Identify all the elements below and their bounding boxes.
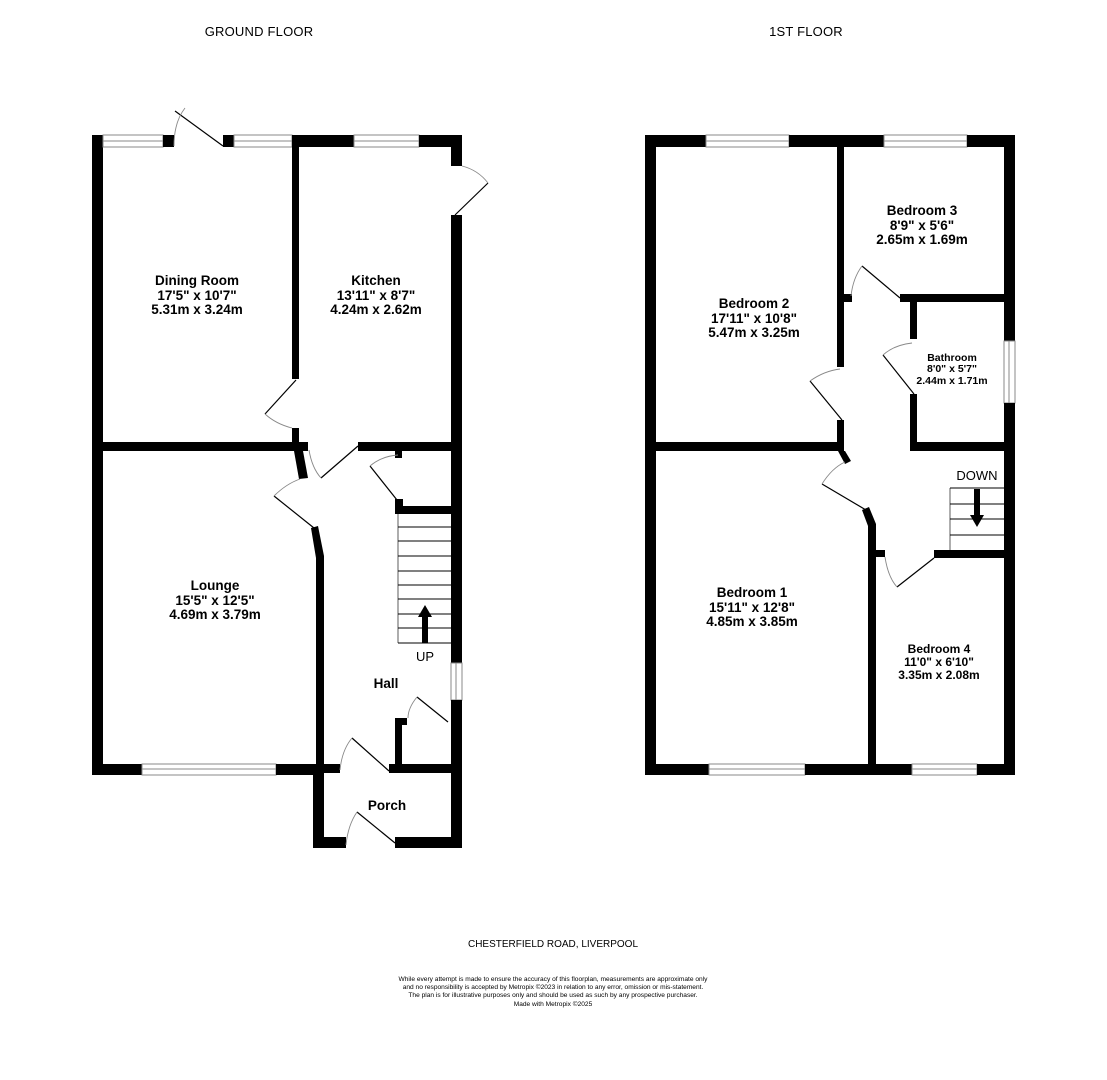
stairs-up-label: UP: [415, 649, 435, 664]
room-dimensions-metric: 4.85m x 3.85m: [706, 614, 798, 630]
room-dimensions-imperial: 15'5" x 12'5": [175, 592, 255, 608]
room-label-dining-room: Dining Room 17'5" x 10'7" 5.31m x 3.24m: [151, 273, 243, 318]
room-name: Dining Room: [154, 273, 239, 288]
room-dimensions-metric: 2.65m x 1.69m: [876, 232, 968, 248]
ground-floor-plan: [92, 107, 489, 848]
ground-floor-title: GROUND FLOOR: [204, 24, 314, 39]
room-name: Bedroom 1: [716, 585, 788, 600]
first-floor-plan: [645, 134, 1016, 776]
room-name: Hall: [373, 676, 399, 691]
room-label-bedroom-3: Bedroom 3 8'9" x 5'6" 2.65m x 1.69m: [876, 203, 968, 248]
disclaimer-line: While every attempt is made to ensure th…: [398, 976, 708, 983]
room-label-bathroom: Bathroom 8'0" x 5'7" 2.44m x 1.71m: [916, 352, 988, 387]
staircase-up: [397, 514, 451, 644]
room-dimensions-metric: 2.44m x 1.71m: [916, 374, 988, 387]
first-floor-title: 1ST FLOOR: [769, 24, 843, 39]
room-name: Bedroom 4: [907, 642, 971, 656]
room-name: Kitchen: [351, 273, 401, 288]
room-label-porch: Porch: [367, 798, 407, 814]
room-label-kitchen: Kitchen 13'11" x 8'7" 4.24m x 2.62m: [330, 273, 422, 318]
room-dimensions-metric: 5.47m x 3.25m: [708, 325, 800, 341]
door: [174, 110, 224, 147]
room-name: Bathroom: [927, 352, 977, 364]
room-dimensions-imperial: 8'9" x 5'6": [889, 217, 955, 233]
room-dimensions-metric: 3.35m x 2.08m: [898, 667, 980, 682]
room-name: Bedroom 2: [718, 296, 790, 311]
room-dimensions-imperial: 17'5" x 10'7": [157, 287, 237, 303]
room-name: Porch: [367, 798, 407, 813]
disclaimer-line: Made with Metropix ©2025: [513, 1000, 593, 1008]
staircase-down: [949, 487, 1004, 550]
room-label-lounge: Lounge 15'5" x 12'5" 4.69m x 3.79m: [169, 578, 261, 623]
room-dimensions-imperial: 8'0" x 5'7": [927, 363, 977, 376]
disclaimer-line: and no responsibility is accepted by Met…: [402, 984, 704, 992]
room-name: Bedroom 3: [886, 203, 958, 218]
room-dimensions-metric: 4.24m x 2.62m: [330, 302, 422, 318]
room-label-bedroom-2: Bedroom 2 17'11" x 10'8" 5.47m x 3.25m: [708, 296, 800, 341]
stairs-down-label: DOWN: [956, 468, 998, 483]
room-name: Lounge: [190, 578, 240, 593]
room-dimensions-imperial: 13'11" x 8'7": [336, 287, 416, 303]
disclaimer-text: While every attempt is made to ensure th…: [399, 976, 708, 1009]
room-label-bedroom-4: Bedroom 4 11'0" x 6'10" 3.35m x 2.08m: [898, 643, 979, 682]
room-label-hall: Hall: [373, 676, 399, 692]
arrow-up-icon: [418, 605, 432, 643]
disclaimer-line: The plan is for illustrative purposes on…: [408, 992, 698, 1000]
room-dimensions-metric: 5.31m x 3.24m: [151, 302, 243, 318]
room-dimensions-imperial: 15'11" x 12'8": [708, 599, 796, 615]
room-dimensions-imperial: 17'11" x 10'8": [710, 310, 798, 326]
room-label-bedroom-1: Bedroom 1 15'11" x 12'8" 4.85m x 3.85m: [706, 585, 798, 630]
room-dimensions-imperial: 11'0" x 6'10": [904, 654, 974, 669]
room-dimensions-metric: 4.69m x 3.79m: [169, 607, 261, 623]
arrow-down-icon: [970, 489, 984, 527]
property-address: CHESTERFIELD ROAD, LIVERPOOL: [467, 939, 639, 950]
